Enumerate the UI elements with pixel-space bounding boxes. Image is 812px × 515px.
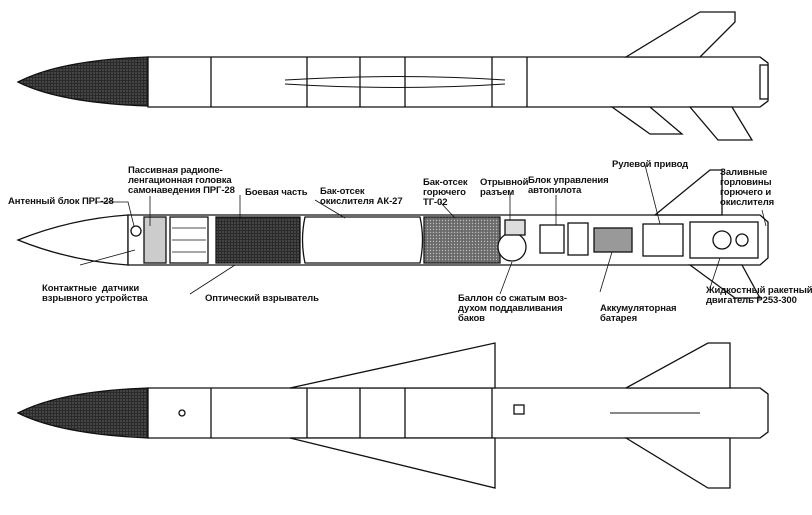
- label-filler-necks: Заливные горловины горючего и окислителя: [720, 167, 775, 208]
- breakaway-connector-part: [504, 219, 526, 236]
- label-warhead: Боевая часть: [245, 187, 308, 198]
- top-view-body: [147, 387, 769, 439]
- label-rudder-drive: Рулевой привод: [612, 159, 689, 170]
- side-view-nose-cone: [16, 56, 149, 107]
- label-breakaway-connector: Отрывной разъем: [480, 177, 529, 198]
- rudder-drive-part: [642, 223, 684, 257]
- label-antenna-block: Антенный блок ПРГ-28: [8, 196, 114, 207]
- top-view-left-wing: [289, 342, 496, 389]
- fuel-tank-part: [423, 216, 501, 264]
- side-view-lower-fin: [609, 106, 684, 135]
- top-view-upper-fin: [625, 342, 731, 389]
- oxidizer-tank-part: [301, 216, 424, 264]
- cutaway-lower-fin: [688, 264, 762, 299]
- battery-part: [593, 227, 633, 253]
- cutaway-view: [16, 169, 769, 299]
- top-view: [16, 342, 769, 489]
- label-oxidizer-tank: Бак-отсек окислителя АК-27: [320, 186, 403, 207]
- cutaway-upper-fin: [653, 169, 723, 216]
- leader-lines: [79, 164, 767, 295]
- autopilot-part: [539, 224, 565, 254]
- label-battery: Аккумуляторная батарея: [600, 303, 677, 324]
- top-view-lower-fin: [623, 437, 731, 489]
- side-view-body: [147, 56, 769, 108]
- label-engine: Жидкостный ракетный двигатель Р253-300: [706, 285, 812, 306]
- label-contact-sensors: Контактные датчики взрывного устройства: [42, 283, 148, 304]
- cutaway-radome: [16, 214, 129, 266]
- air-bottle-part: [497, 232, 527, 262]
- antenna-block-part: [130, 225, 142, 237]
- top-view-right-wing: [289, 437, 496, 489]
- label-pressure-bottle: Баллон со сжатым воз- духом поддавливани…: [458, 293, 567, 324]
- seeker-part: [143, 216, 167, 264]
- label-autopilot-unit: Блок управления автопилота: [528, 175, 609, 196]
- side-view-upper-fin: [623, 11, 736, 58]
- label-passive-seeker: Пассивная радиопе- ленгационная головка …: [128, 165, 235, 196]
- label-optical-fuze: Оптический взрыватель: [205, 293, 319, 304]
- top-view-nose-cone: [16, 387, 149, 439]
- side-view: [16, 11, 769, 141]
- label-fuel-tank: Бак-отсек горючего ТГ-02: [423, 177, 468, 208]
- warhead-part: [215, 216, 301, 264]
